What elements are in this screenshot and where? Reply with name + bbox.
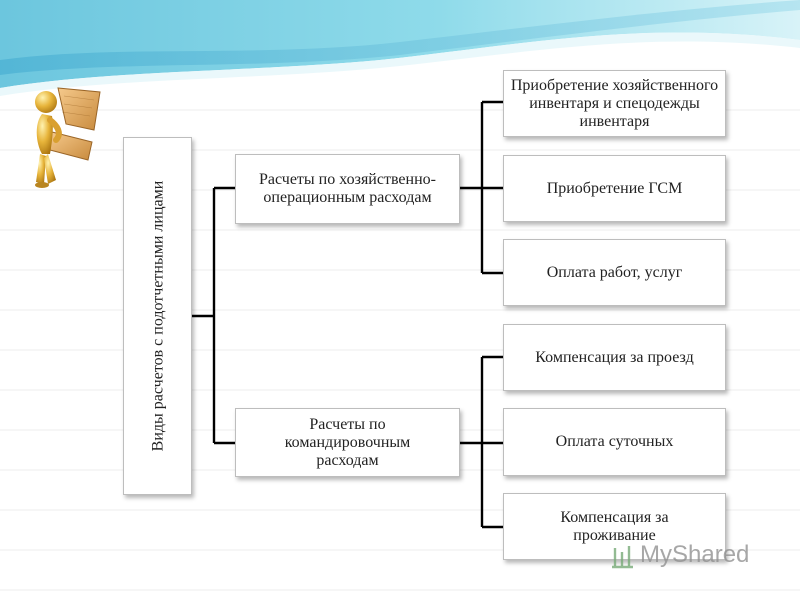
leaf-node-per-diem: Оплата суточных <box>503 408 726 476</box>
leaf-node-label: Приобретение хозяйственного инвентаря и … <box>510 76 719 130</box>
leaf-node-inventory: Приобретение хозяйственного инвентаря и … <box>503 70 726 137</box>
leaf-node-label: Приобретение ГСМ <box>546 179 683 197</box>
watermark-text: MyShared <box>640 541 750 568</box>
branch-node-label: Расчеты по хозяйственно-операционным рас… <box>259 171 436 206</box>
leaf-node-label: Оплата суточных <box>555 433 674 450</box>
myshared-logo-icon <box>612 546 633 569</box>
leaf-node-works-services: Оплата работ, услуг <box>503 239 726 306</box>
branch-node-operational: Расчеты по хозяйственно-операционным рас… <box>235 154 460 224</box>
root-node-label: Виды расчетов с подотчетными лицами <box>149 180 166 452</box>
branch-node-travel: Расчеты по командировочным расходам <box>235 408 460 477</box>
leaf-node-label: Компенсация за проживание <box>560 508 669 544</box>
leaf-node-label: Компенсация за проезд <box>535 348 694 366</box>
leaf-node-travel-compensation: Компенсация за проезд <box>503 324 726 391</box>
branch-node-label: Расчеты по командировочным расходам <box>284 415 411 469</box>
leaf-node-label: Оплата работ, услуг <box>546 263 683 281</box>
figure-with-laptop-icon <box>35 87 101 188</box>
leaf-node-fuel: Приобретение ГСМ <box>503 155 726 222</box>
root-node: Виды расчетов с подотчетными лицами <box>123 137 192 495</box>
